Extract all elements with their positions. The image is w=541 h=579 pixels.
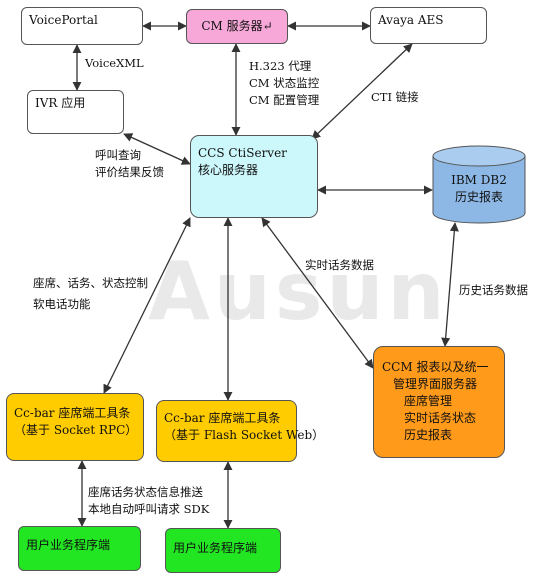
label-agent-control: 座席、话务、状态控制 软电话功能	[33, 276, 148, 311]
edge-aes-ccs	[311, 43, 413, 140]
node-ccs-ctiserver: CCS CtiServer 核心服务器	[190, 135, 318, 218]
edge-ccs-ccm	[261, 217, 374, 369]
node-cm-server: CM 服务器↵	[186, 9, 288, 44]
node-voiceportal: VoicePortal	[21, 7, 143, 45]
edge-ivr-ccs	[123, 133, 191, 165]
edge-ccs-ccbar-rpc	[103, 217, 191, 394]
node-db2: IBM DB2 历史报表	[451, 173, 507, 204]
node-avaya-aes: Avaya AES	[370, 7, 487, 44]
label-history-data: 历史话务数据	[459, 283, 528, 297]
node-db2-shape	[432, 145, 526, 224]
label-call-query: 呼叫查询 评价结果反馈	[95, 148, 164, 179]
node-ccbar-socket-rpc: Cc-bar 座席端工具条 （基于 Socket RPC）	[6, 393, 144, 461]
edge-db2-ccm	[441, 222, 459, 347]
node-ccm-server: CCM 报表以及统一 管理界面服务器 座席管理 实时话务状态 历史报表	[373, 346, 505, 458]
label-push-sdk: 座席话务状态信息推送 本地自动呼叫请求 SDK	[88, 485, 210, 516]
label-cm-functions: H.323 代理 CM 状态监控 CM 配置管理	[249, 59, 320, 107]
node-user-app-1: 用户业务程序端	[18, 526, 141, 571]
node-ivr: IVR 应用	[27, 90, 124, 134]
node-ccbar-flash-socket: Cc-bar 座席端工具条 （基于 Flash Socket Web）	[156, 400, 324, 462]
label-cti-link: CTI 链接	[371, 90, 419, 104]
label-realtime-data: 实时话务数据	[305, 258, 374, 272]
label-voicexml: VoiceXML	[85, 56, 144, 70]
node-user-app-2: 用户业务程序端	[165, 528, 281, 573]
